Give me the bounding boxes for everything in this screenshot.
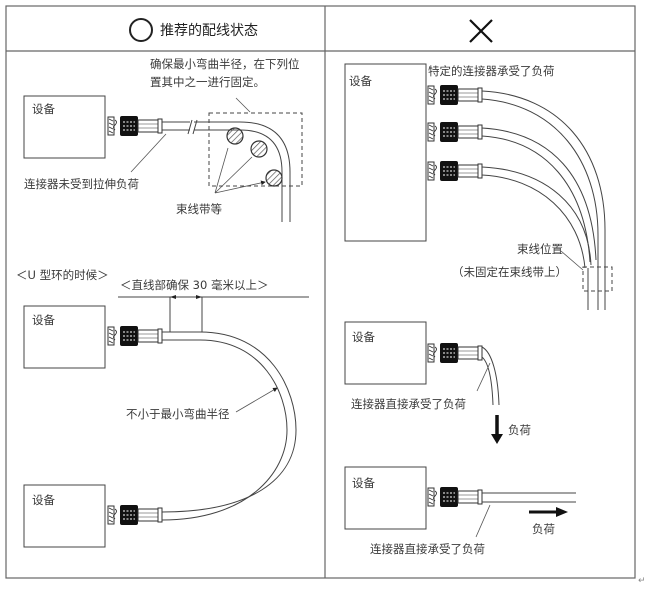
u-cable-inner	[161, 339, 288, 521]
cable-1-outer	[481, 90, 606, 310]
tie-leaders	[214, 147, 265, 194]
device-box-bottom	[23, 484, 106, 548]
cable-outer	[481, 346, 500, 406]
bend-note-line1: 确保最小弯曲半径，在下列位	[150, 57, 300, 71]
bundle-note-line1: 束线位置	[517, 242, 563, 256]
cable-3-inner	[481, 174, 586, 269]
connector-bottom	[107, 504, 163, 526]
device-box	[344, 321, 427, 385]
right-side-load-example: 设备 连接器直接承受了负荷 负荷	[344, 466, 576, 556]
connector-leader	[130, 133, 167, 173]
radius-leader	[235, 387, 278, 413]
connector-note: 连接器直接承受了负荷	[370, 542, 485, 556]
right-arrow-icon	[556, 507, 568, 517]
connector	[427, 486, 483, 508]
connector-leader	[476, 362, 491, 392]
cable-3-outer	[481, 166, 592, 266]
bundle-leader	[560, 250, 584, 271]
load-note: 特定的连接器承受了负荷	[428, 64, 555, 78]
device-box	[344, 63, 427, 242]
outer-frame	[5, 5, 636, 579]
cable-break-mark	[187, 119, 198, 135]
cable-outer	[162, 121, 291, 222]
leader-line	[235, 97, 251, 113]
device-label: 设备	[352, 330, 375, 344]
device-label: 设备	[352, 476, 375, 490]
connector-top	[107, 325, 163, 347]
device-box	[23, 95, 106, 159]
bend-note-line2: 置其中之一进行固定。	[150, 75, 265, 89]
tie-note: 束线带等	[176, 202, 222, 216]
right-down-load-example: 设备 连接器直接承受了负荷 负荷	[344, 321, 531, 444]
connector-2	[427, 121, 483, 143]
connector-3	[427, 160, 483, 182]
cable-inner	[162, 129, 283, 222]
cable-tie	[250, 140, 268, 158]
device-label: 设备	[349, 74, 372, 88]
u-cable-outer	[161, 331, 297, 513]
u-loop-title: ＜U 型环的时候＞	[16, 268, 109, 282]
bundle-position-box	[582, 266, 613, 292]
cross-ng-icon	[469, 19, 493, 43]
right-multi-example: 设备 特定的连接器承受了负荷 束线位置 （未固定在束线带上）	[344, 63, 613, 310]
cable-2-inner	[481, 135, 591, 263]
connector	[427, 342, 483, 364]
device-top-label: 设备	[32, 313, 55, 327]
connector-leader	[475, 504, 491, 538]
load-label: 负荷	[532, 522, 555, 536]
connector-note: 连接器直接承受了负荷	[351, 397, 466, 411]
left-header: 推荐的配线状态	[129, 18, 258, 42]
left-top-example: 设备 确保最小弯曲半径，在下列位 置其中之一进行固定。 连接器未受到拉伸负荷 束…	[23, 57, 303, 222]
left-u-loop-example: ＜U 型环的时候＞ ＜直线部确保 30 毫米以上＞ 设备 设备 不小于最小弯曲半…	[16, 268, 309, 548]
device-box	[344, 466, 427, 530]
fixing-zone	[208, 112, 303, 187]
cable-inner	[481, 356, 494, 406]
straight-note: ＜直线部确保 30 毫米以上＞	[120, 278, 268, 292]
cable-1-inner	[481, 98, 599, 310]
radius-note: 不小于最小弯曲半径	[126, 407, 230, 421]
cable-tie	[265, 169, 283, 187]
device-bottom-label: 设备	[32, 493, 55, 507]
load-label: 负荷	[508, 423, 531, 437]
device-label: 设备	[32, 102, 55, 116]
cable-tie	[226, 127, 244, 145]
paragraph-mark: ↵	[638, 576, 646, 586]
connector-1	[427, 84, 483, 106]
left-header-title: 推荐的配线状态	[160, 23, 258, 39]
connector	[107, 115, 163, 137]
connector-note: 连接器未受到拉伸负荷	[24, 177, 139, 191]
down-arrow-icon	[491, 434, 503, 444]
cable-2-outer	[481, 127, 597, 261]
device-box-top	[23, 305, 106, 369]
circle-ok-icon	[129, 18, 153, 42]
bundle-note-line2: （未固定在束线带上）	[452, 265, 567, 279]
